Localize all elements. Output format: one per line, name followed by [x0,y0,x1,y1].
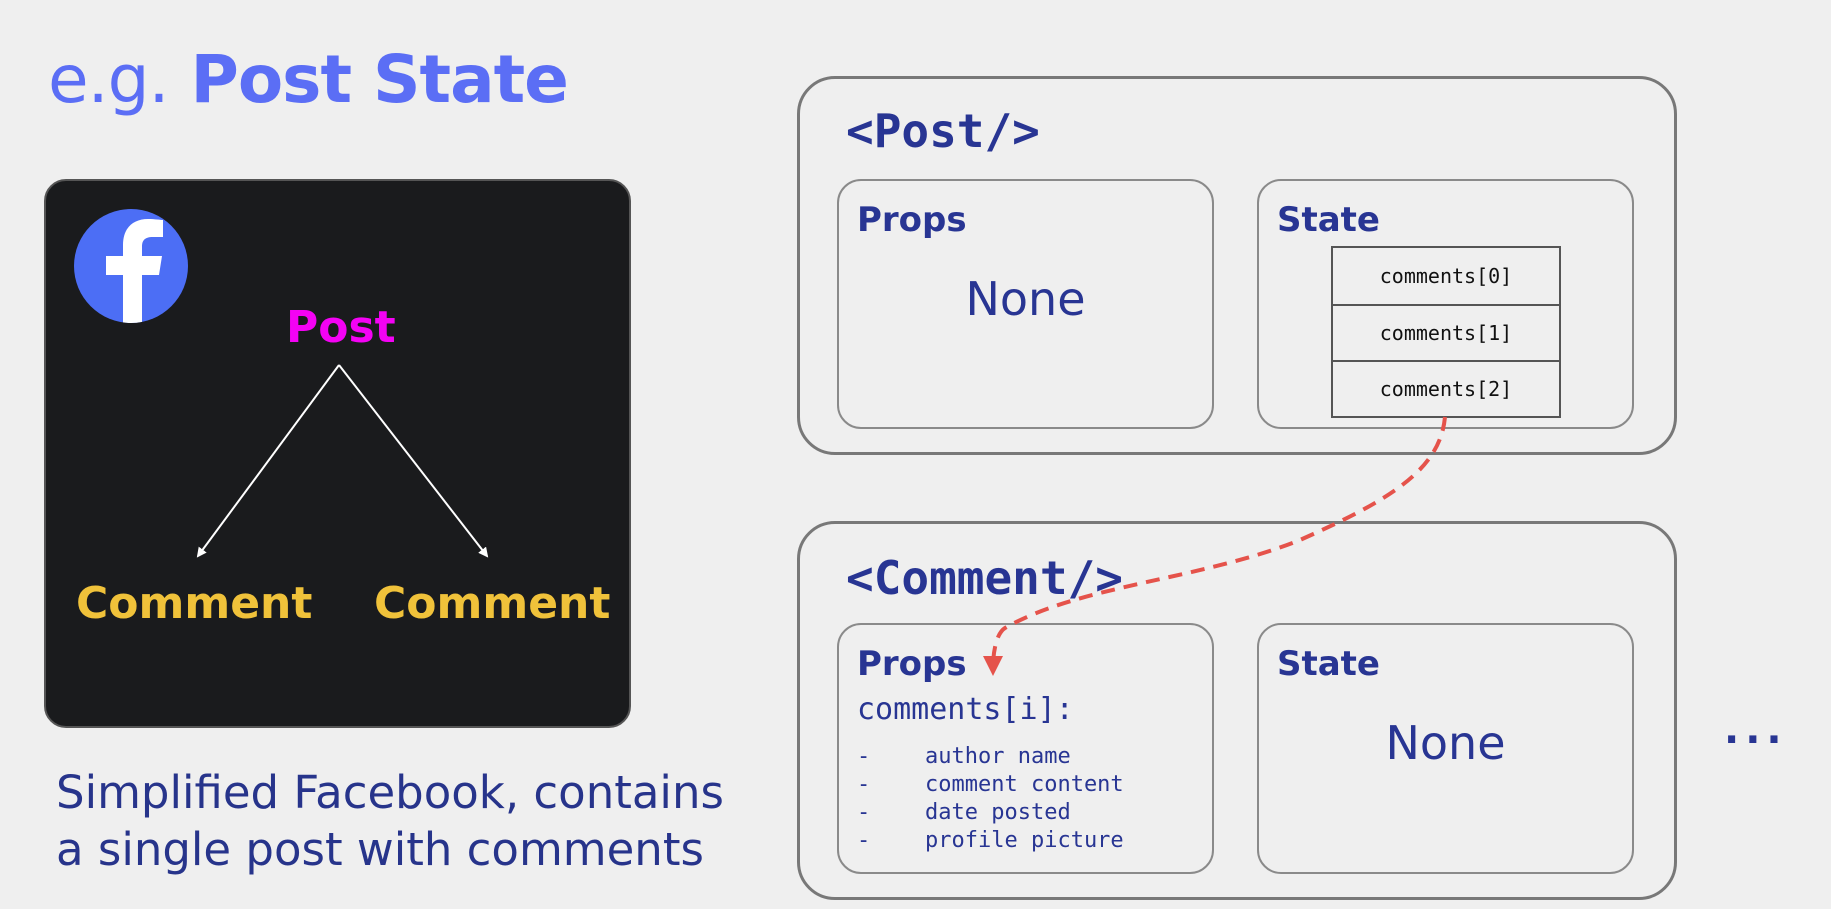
state-item-comment-0: comments[0] [1379,264,1513,288]
comment-field-date-posted: - date posted [857,799,1124,827]
post-state-box: State comments[0] comments[1] comments[2… [1257,179,1634,429]
comment-node-label-left: Comment [76,578,313,629]
facebook-example-panel: Post Comment Comment [44,179,631,728]
comment-state-value: None [1385,716,1506,770]
comment-component-box: <Comment/> Props comments[i]: - author n… [797,521,1677,900]
caption-line-1: Simplified Facebook, contains [56,766,724,819]
comment-state-title: State [1277,644,1380,684]
title-prefix: e.g. [48,41,169,118]
post-component-name: <Post/> [846,104,1040,158]
comment-node-label-right: Comment [374,578,611,629]
facebook-logo-icon [74,209,188,323]
page-title: e.g. Post State [48,36,569,124]
comment-field-author-name: - author name [857,743,1124,771]
post-props-box: Props None [837,179,1214,429]
caption-line-2: a single post with comments [56,823,704,876]
field-label: profile picture [925,828,1124,853]
post-props-value: None [965,272,1086,326]
post-state-title: State [1277,200,1380,240]
field-label: author name [925,744,1071,769]
panel-caption: Simplified Facebook, contains a single p… [56,764,756,878]
field-bullet: - [857,828,871,853]
post-props-title: Props [857,200,967,240]
arrow-to-left-comment [196,364,340,558]
comment-props-box: Props comments[i]: - author name - comme… [837,623,1214,874]
comment-state-box: State None [1257,623,1634,874]
comment-props-title: Props [857,644,967,684]
field-bullet: - [857,800,871,825]
post-node-label: Post [286,302,396,353]
title-main: Post State [190,41,568,118]
field-bullet: - [857,744,871,769]
state-item-comment-2: comments[2] [1333,360,1559,416]
arrow-to-right-comment [338,364,489,558]
comment-field-comment-content: - comment content [857,771,1124,799]
comment-prop-name: comments[i]: [857,692,1074,727]
field-bullet: - [857,772,871,797]
more-components-ellipsis: ... [1724,707,1788,753]
comment-prop-field-list: - author name - comment content - date p… [857,743,1124,855]
field-label: comment content [925,772,1124,797]
post-component-box: <Post/> Props None State comments[0] com… [797,76,1677,455]
field-label: date posted [925,800,1071,825]
comments-state-table: comments[0] comments[1] comments[2] [1331,246,1561,418]
state-item-comment-1: comments[1] [1333,304,1559,360]
comment-component-name: <Comment/> [846,551,1123,605]
tree-arrows [196,364,489,558]
comment-field-profile-picture: - profile picture [857,827,1124,855]
